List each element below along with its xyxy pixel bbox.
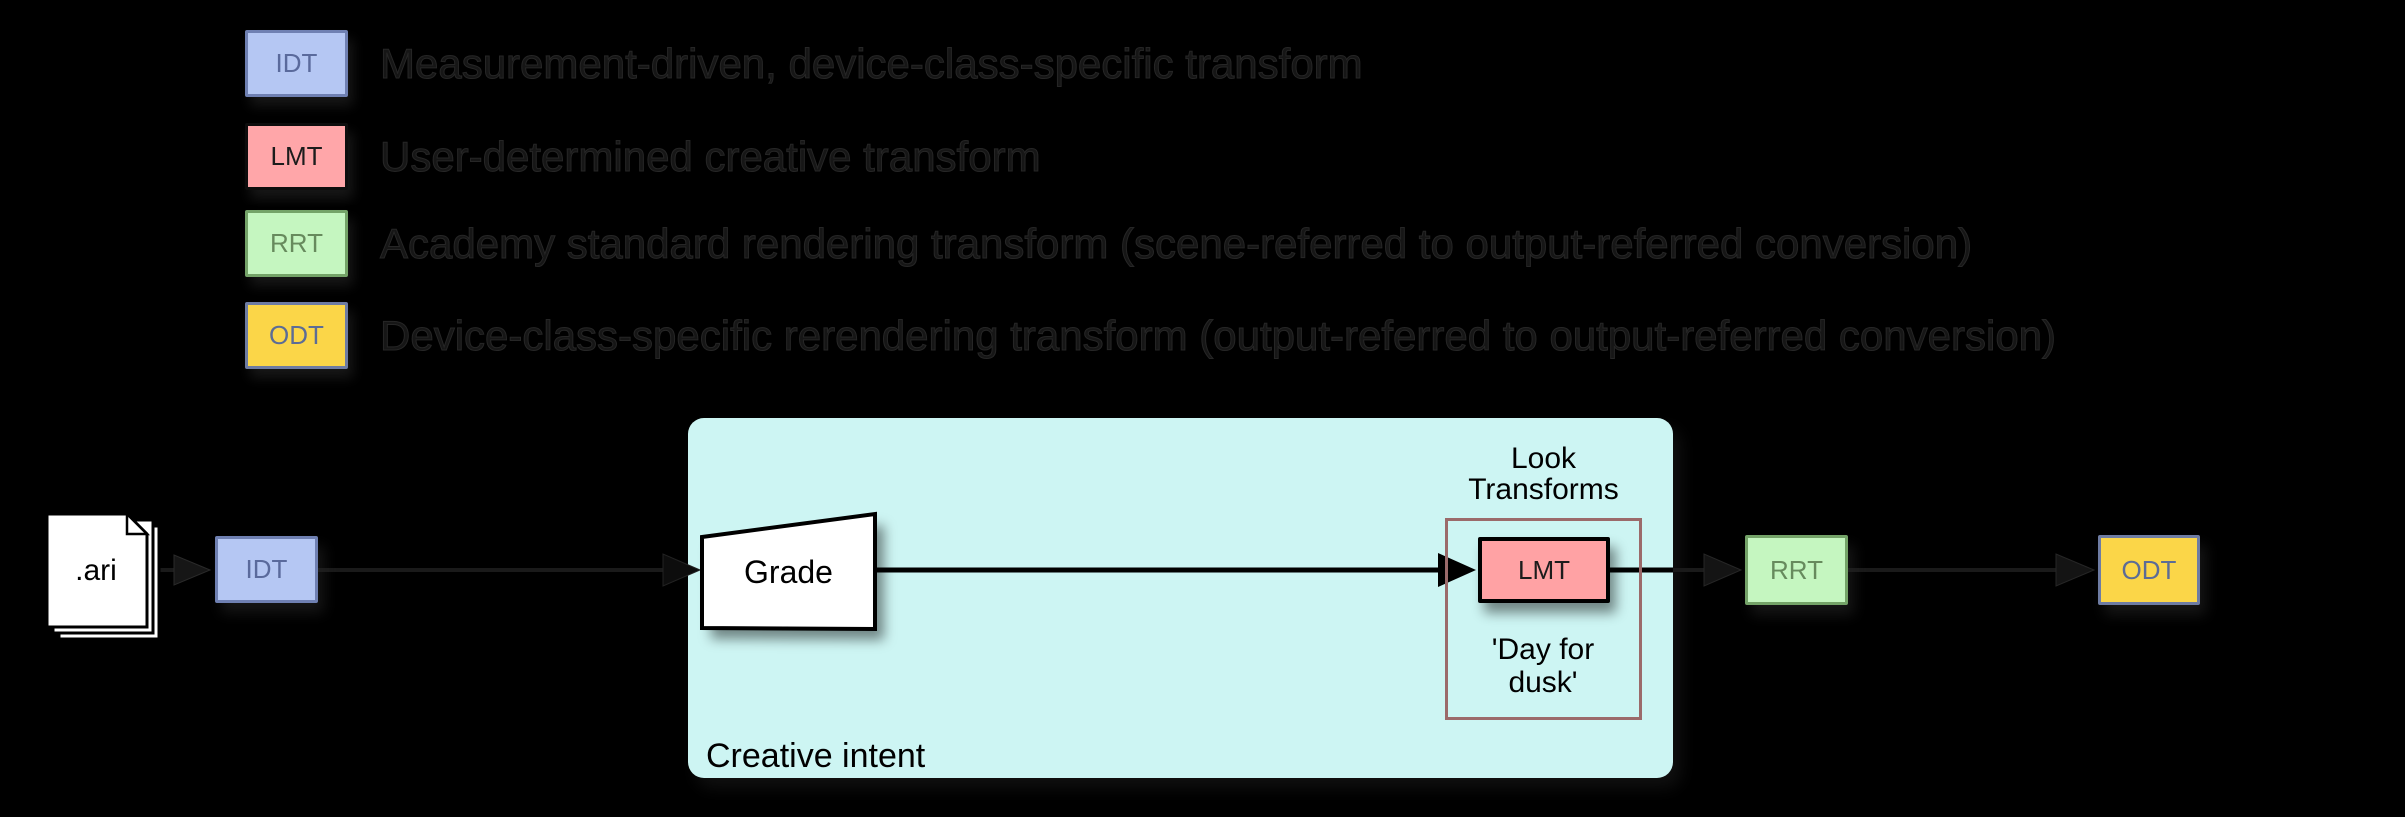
legend-row-rrt: RRT Academy standard rendering transform… [245,210,1973,277]
legend-row-odt: ODT Device-class-specific rerendering tr… [245,302,2057,369]
odt-legend-description: Device-class-specific rerendering transf… [379,311,2057,359]
idt-legend-description: Measurement-driven, device-class-specifi… [380,39,1364,87]
idt-node: IDT [215,536,318,603]
creative-intent-label: Creative intent [706,737,926,775]
idt-legend-chip: IDT [245,30,348,97]
arrow-idt-to-grade [318,553,702,587]
legend-row-idt: IDT Measurement-driven, device-class-spe… [245,30,1363,97]
lmt-legend-chip: LMT [245,123,348,190]
source-file-label: .ari [75,554,117,587]
odt-node: ODT [2098,535,2200,605]
lmt-legend-description: User-determined creative transform [380,132,1042,180]
odt-node-label: ODT [2121,554,2177,585]
idt-node-label: IDT [245,554,288,584]
rrt-node-label: RRT [1770,554,1823,585]
look-transforms-title: Look Transforms [1468,442,1619,506]
odt-legend-chip: ODT [245,302,348,369]
rrt-legend-description: Academy standard rendering transform (sc… [379,219,1973,267]
look-transforms-box [1445,518,1642,720]
rrt-legend-chip: RRT [245,210,348,277]
legend-row-lmt: LMT User-determined creative transform [245,123,1041,190]
document-stack-icon [45,510,161,641]
grade-node-label: Grade [744,553,833,590]
rrt-legend-chip-label: RRT [270,228,323,258]
odt-legend-chip-label: ODT [269,320,324,350]
lmt-legend-chip-label: LMT [270,141,323,171]
lmt-note: 'Day for dusk' [1491,633,1595,699]
lmt-node: LMT [1478,537,1610,603]
idt-legend-chip-label: IDT [275,48,318,78]
source-file-stack: .ari [45,510,180,654]
lmt-node-label: LMT [1518,554,1570,585]
rrt-node: RRT [1745,535,1848,605]
arrow-rrt-to-odt [1848,553,2096,587]
